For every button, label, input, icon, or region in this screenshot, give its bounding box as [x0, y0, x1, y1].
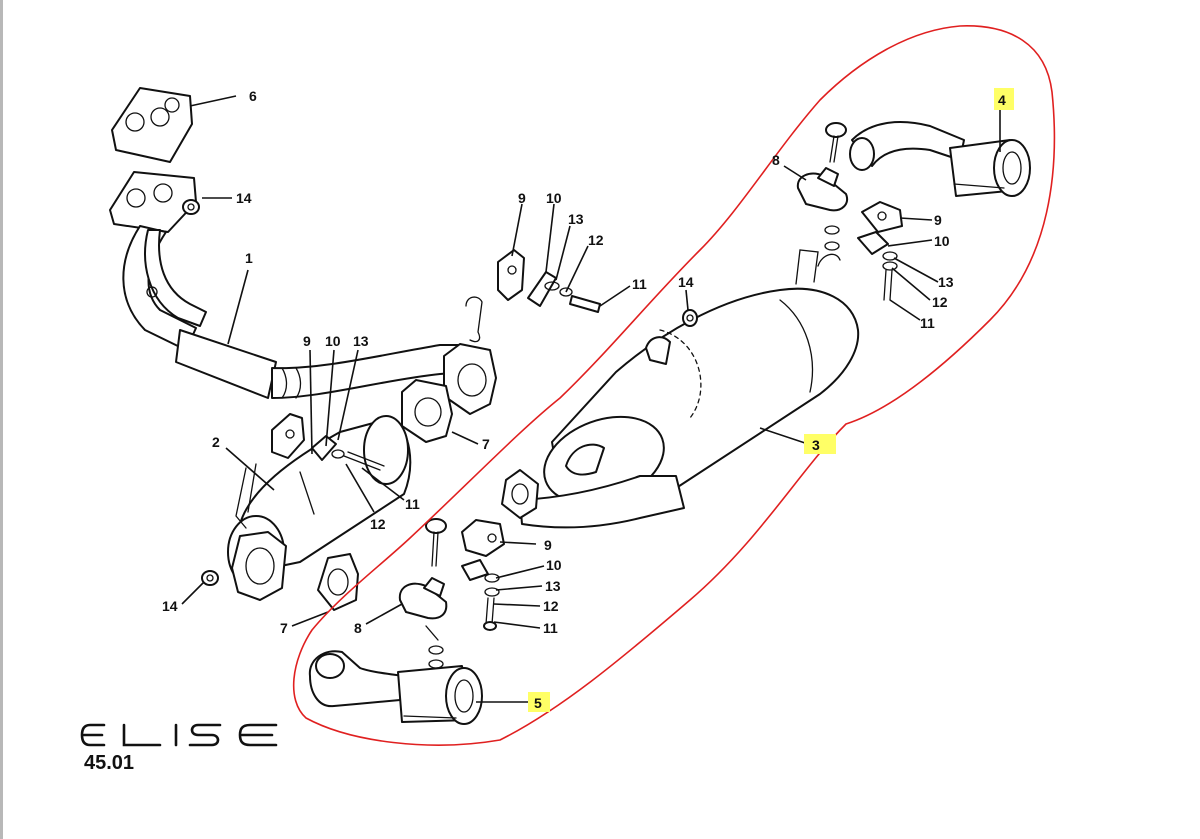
- label-part-4: 4: [998, 92, 1006, 108]
- label-part-10-right: 10: [934, 233, 950, 249]
- highlight-label-3: [804, 434, 836, 454]
- elise-logo: [80, 723, 278, 747]
- label-part-9-right: 9: [934, 212, 942, 228]
- silencer-bracket-upper: [645, 336, 671, 365]
- tailpipe-left: [308, 650, 483, 725]
- flange-gasket-middle: [401, 379, 453, 443]
- label-part-9-left: 9: [303, 333, 311, 349]
- label-part-6: 6: [249, 88, 257, 104]
- highlight-label-4: [994, 88, 1014, 110]
- front-down-pipe: [122, 225, 465, 399]
- label-part-7-lower: 7: [280, 620, 288, 636]
- label-part-13-right: 13: [938, 274, 954, 290]
- flange-gasket-upper: [443, 343, 497, 415]
- label-part-9-lower: 9: [544, 537, 552, 553]
- diagram-reference-number: 45.01: [84, 752, 135, 774]
- label-part-12-center: 12: [588, 232, 604, 248]
- tailpipe-bolt-upper: [825, 122, 847, 163]
- silencer-rubber-mount: [682, 309, 698, 327]
- annotation-outline: [292, 25, 1056, 746]
- part-labels: 6 14 1 2 9 10 13 11 12 7 7 14 9 10 13 12…: [162, 88, 1006, 711]
- label-part-14-lower: 14: [162, 598, 178, 614]
- center-hanger-assembly: [465, 249, 601, 343]
- label-part-11-right: 11: [920, 315, 935, 331]
- label-part-12-lower: 12: [543, 598, 559, 614]
- label-part-9-center: 9: [518, 190, 526, 206]
- label-part-1: 1: [245, 250, 253, 266]
- tailpipe-right: [849, 121, 1031, 197]
- catalyst-mounting-bracket: [271, 413, 305, 459]
- label-part-12-left: 12: [370, 516, 386, 532]
- label-part-11-left: 11: [405, 496, 420, 512]
- rear-silencer-box: [501, 249, 860, 529]
- highlight-label-5: [528, 692, 550, 712]
- label-part-10-center: 10: [546, 190, 562, 206]
- label-part-13-lower: 13: [545, 578, 561, 594]
- label-part-10-lower: 10: [546, 557, 562, 573]
- page-edge: [0, 0, 3, 839]
- label-part-14-center: 14: [678, 274, 694, 290]
- lower-hanger-assembly: [425, 518, 505, 631]
- label-part-8-upper: 8: [772, 152, 780, 168]
- nut-upper-left: [182, 199, 200, 215]
- catalyst-clip-and-washers: [311, 435, 385, 471]
- label-part-11-lower: 11: [543, 620, 558, 636]
- label-part-10-left: 10: [325, 333, 341, 349]
- label-part-7-upper: 7: [482, 436, 490, 452]
- label-part-11-center: 11: [632, 276, 647, 292]
- label-part-13-center: 13: [568, 211, 584, 227]
- label-part-3: 3: [812, 437, 820, 453]
- label-part-14-upper: 14: [236, 190, 252, 206]
- catalytic-converter: [227, 415, 412, 601]
- tailpipe-clamp-lower: [398, 577, 448, 669]
- label-part-2: 2: [212, 434, 220, 450]
- label-part-13-left: 13: [353, 333, 369, 349]
- label-part-8-lower: 8: [354, 620, 362, 636]
- flange-gasket-lower: [317, 553, 359, 611]
- right-hanger-assembly: [857, 201, 903, 301]
- nut-lower-left: [201, 570, 219, 586]
- label-part-12-right: 12: [932, 294, 948, 310]
- manifold-gasket-lower: [109, 171, 197, 233]
- label-part-5: 5: [534, 695, 542, 711]
- manifold-gasket-upper: [111, 87, 193, 163]
- leader-lines: [181, 95, 1001, 703]
